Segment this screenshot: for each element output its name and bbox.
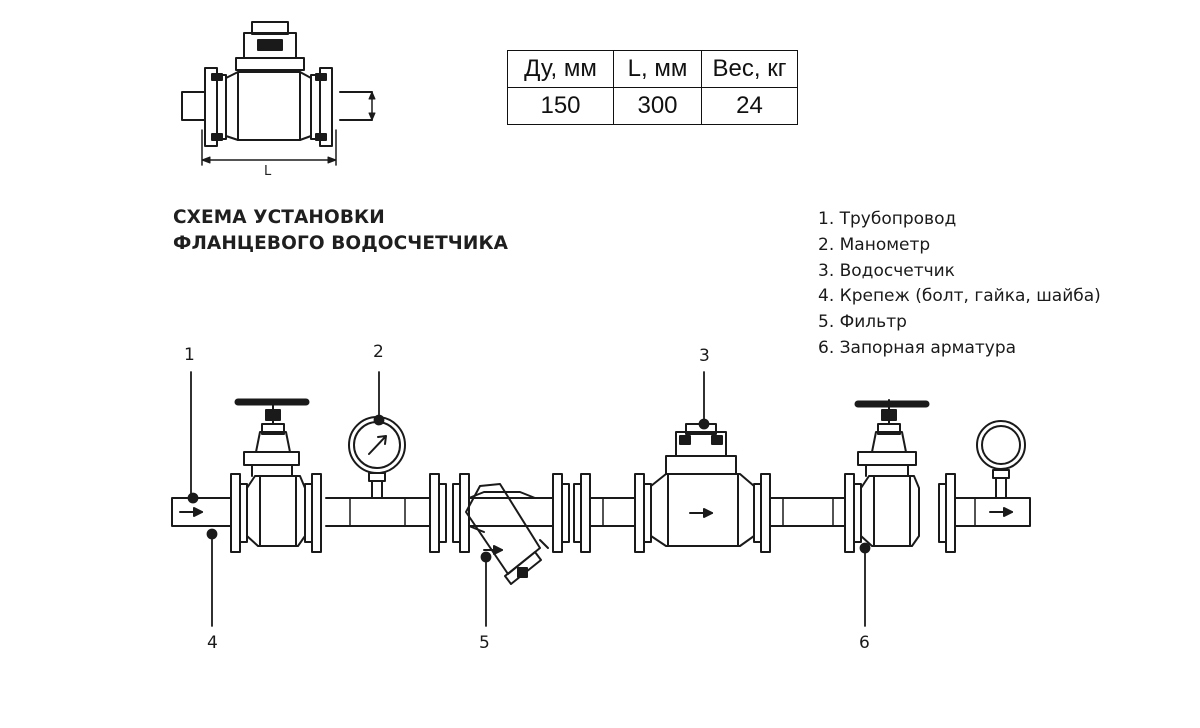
spec-table: Ду, мм L, мм Вес, кг 150 300 24 (507, 50, 798, 125)
legend-item: 3. Водосчетчик (818, 260, 955, 281)
gate-valve-right (854, 399, 930, 547)
legend-item: 4. Крепеж (болт, гайка, шайба) (818, 286, 1101, 307)
legend-item: 2. Манометр (818, 234, 931, 255)
pressure-gauge-right (976, 420, 1026, 499)
header-length: L, мм (613, 50, 702, 88)
y-strainer-filter (465, 483, 549, 585)
value-weight: 24 (701, 87, 798, 125)
callout-4: 4 (207, 633, 218, 653)
value-length: 300 (613, 87, 702, 125)
legend-item: 6. Запорная арматура (818, 337, 1017, 358)
flow-direction-arrows (179, 507, 1013, 555)
meter-dimension-sketch (181, 21, 376, 166)
title-line-1: СХЕМА УСТАНОВКИ (173, 207, 385, 228)
spec-table-header-row: Ду, мм L, мм Вес, кг (507, 50, 798, 88)
legend-list: 1. Трубопровод 2. Манометр 3. Водосчетчи… (818, 207, 1101, 362)
callout-3: 3 (699, 346, 710, 366)
header-diameter: Ду, мм (507, 50, 614, 88)
value-diameter: 150 (507, 87, 614, 125)
pressure-gauge-left (348, 416, 406, 499)
flange-joints (230, 473, 956, 553)
header-weight: Вес, кг (701, 50, 798, 88)
diagram-title: СХЕМА УСТАНОВКИ ФЛАНЦЕВОГО ВОДОСЧЕТЧИКА (173, 205, 508, 257)
callout-2: 2 (373, 342, 384, 362)
callout-6: 6 (859, 633, 870, 653)
water-meter (650, 423, 755, 547)
callout-leaders (187, 371, 871, 627)
title-line-2: ФЛАНЦЕВОГО ВОДОСЧЕТЧИКА (173, 233, 509, 254)
gate-valve-left (234, 398, 310, 547)
callout-5: 5 (479, 633, 490, 653)
spec-table-value-row: 150 300 24 (507, 87, 798, 125)
legend-item: 1. Трубопровод (818, 209, 957, 229)
legend-item: 5. Фильтр (818, 312, 907, 333)
callout-1: 1 (184, 345, 195, 365)
pipeline-segments (171, 497, 1031, 527)
dimension-label-l: L (264, 164, 272, 179)
